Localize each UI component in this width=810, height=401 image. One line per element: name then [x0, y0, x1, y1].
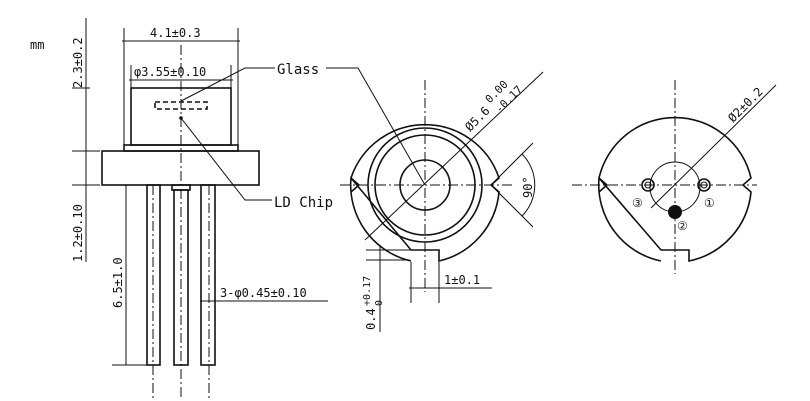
side-view: 4.1±0.3 φ3.55±0.10 2.3±0.2 1.2±0.10 6.5±… [71, 18, 426, 400]
lead-length-dim: 6.5±1.0 [111, 257, 125, 308]
lead [146, 184, 161, 366]
pin-2 [668, 205, 682, 219]
lead [200, 184, 216, 366]
flange-thickness-dim: 1.2±0.10 [71, 204, 85, 262]
lead-diameter-dim: 3-φ0.45±0.10 [220, 286, 307, 300]
glass-window [154, 101, 208, 110]
key-width-dim: 1±0.1 [444, 273, 480, 287]
ld-chip-label: LD Chip [274, 195, 333, 211]
glass-label: Glass [277, 62, 319, 78]
pin-1-label: ① [704, 196, 715, 210]
top-width-dim: 4.1±0.3 [150, 26, 201, 40]
pin-circle-dim: Ø2±0.2 [725, 85, 766, 126]
outer-diameter-main: Ø5.6 [462, 104, 492, 134]
key-depth-upper-tol: +0.17 [362, 276, 373, 306]
key-depth-main: 0.4 [364, 308, 378, 330]
key-depth-lower-tol: 0 [374, 300, 385, 306]
lead [173, 189, 189, 366]
cap-height-dim: 2.3±0.2 [71, 37, 85, 88]
back-view: ① ② ③ Ø2±0.2 [572, 80, 777, 274]
pin-3-label: ③ [632, 196, 643, 210]
pin-2-label: ② [677, 219, 688, 233]
notch-angle-dim: 90° [521, 176, 535, 198]
pin-3 [641, 178, 655, 192]
cap-diameter-dim: φ3.55±0.10 [134, 65, 206, 79]
outer-diameter-dim: Ø5.60.00-0.17 [459, 73, 526, 140]
front-view: Ø5.60.00-0.17 90° 1±0.1 0.4 +0.170 [340, 71, 544, 332]
key-depth-dim: 0.4 +0.170 [362, 276, 385, 330]
unit-label: mm [30, 38, 44, 52]
pin-1 [697, 178, 711, 192]
